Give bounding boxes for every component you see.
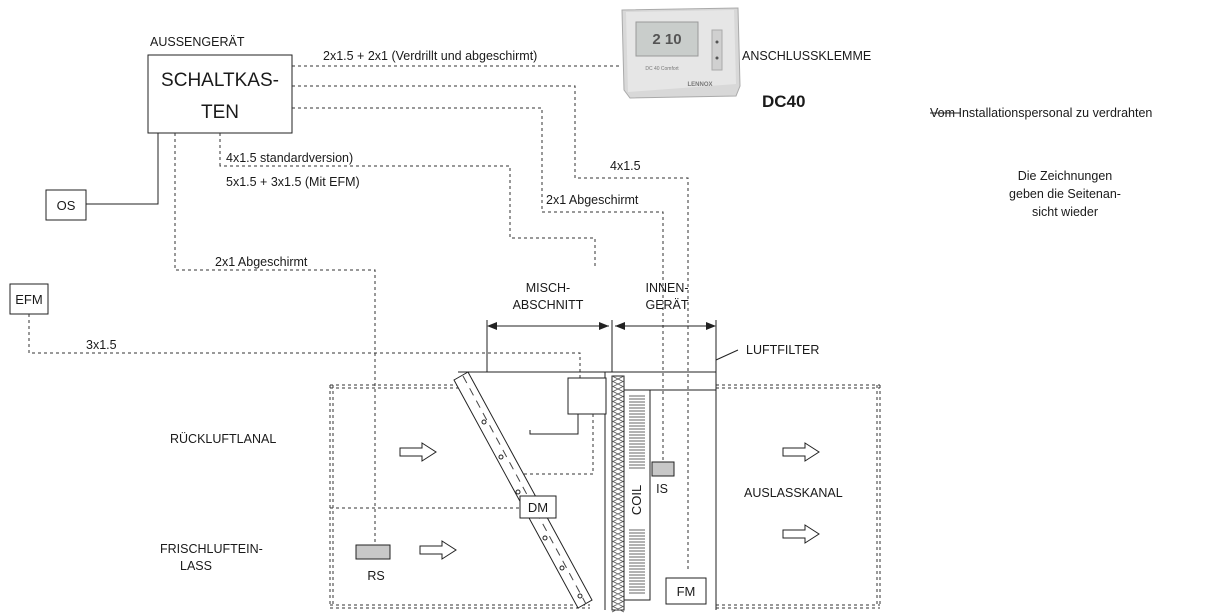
thermostat-model-text: DC 40 Comfort: [645, 66, 679, 72]
efm-box: [9, 283, 49, 315]
fm-label: FM: [677, 584, 696, 599]
efm-label: EFM: [15, 292, 42, 307]
airflow-arrow-icon: [399, 442, 437, 462]
outlet-duct-label: AUSLASSKANAL: [744, 486, 843, 500]
airflow-arrow-icon: [419, 540, 457, 560]
return-air-duct-label: RÜCKLUFTLANAL: [170, 432, 276, 446]
mixing-damper-blade: [453, 371, 593, 609]
thermostat-display-text: 2 10: [652, 31, 681, 48]
control-box-label-1: SCHALTKAS-: [161, 70, 279, 91]
mixing-section-label-1: MISCH-: [526, 281, 570, 295]
cable-thermostat-label: 2x1.5 + 2x1 (Verdrillt und abgeschirmt): [323, 49, 537, 63]
dm-label: DM: [528, 500, 548, 515]
rs-sensor-label: RS: [367, 569, 384, 583]
os-sensor-box: [45, 189, 87, 221]
drawing-note-line-2: geben die Seitenan-: [1009, 187, 1121, 201]
dc40-label: DC40: [762, 92, 805, 111]
cable-standard-label: 4x1.5 standardversion): [226, 151, 353, 165]
coil: COIL: [623, 389, 651, 601]
indoor-unit-label-1: INNEN-: [645, 281, 688, 295]
cable-3x15-label: 3x1.5: [86, 338, 117, 352]
control-box-label-2: TEN: [201, 102, 239, 123]
dm-box: [519, 495, 557, 519]
terminal-label: ANSCHLUSSKLEMME: [742, 49, 871, 63]
cable-2x1-shielded-is-label: 2x1 Abgeschirmt: [546, 193, 639, 207]
control-box: [147, 54, 293, 134]
drawing-note-line-1: Die Zeichnungen: [1018, 169, 1113, 183]
drawing-note-line-3: sicht wieder: [1032, 205, 1098, 219]
coil-label: COIL: [629, 485, 644, 515]
air-filter-label: LUFTFILTER: [746, 343, 819, 357]
os-sensor-label: OS: [57, 198, 76, 213]
is-sensor-label: IS: [656, 482, 668, 496]
thermostat-device-image: 2 10 DC 40 Comfort LENNOX: [621, 7, 741, 99]
airflow-arrow-icon: [782, 524, 820, 544]
air-filter: [611, 375, 625, 613]
cable-2x1-shielded-rs-label: 2x1 Abgeschirmt: [215, 255, 308, 269]
is-sensor: [651, 461, 675, 477]
cable-4x15-label: 4x1.5: [610, 159, 641, 173]
fm-box: [665, 577, 707, 605]
installation-note: Vom Installationspersonal zu verdrahten: [930, 106, 1152, 120]
fresh-air-inlet-label-1: FRISCHLUFTEIN-: [160, 542, 263, 556]
cable-efm-label: 5x1.5 + 3x1.5 (Mit EFM): [226, 175, 360, 189]
thermostat-brand-text: LENNOX: [687, 82, 712, 88]
mixing-section-label-2: ABSCHNITT: [513, 298, 584, 312]
indoor-unit-label-2: GERÄT: [645, 298, 688, 312]
outdoor-unit-label: AUSSENGERÄT: [150, 35, 245, 49]
airflow-arrows: [399, 442, 820, 560]
rs-sensor: [355, 544, 391, 560]
damper-actuator-box: [567, 377, 607, 415]
fresh-air-inlet-label-2: LASS: [180, 559, 212, 573]
airflow-arrow-icon: [782, 442, 820, 462]
